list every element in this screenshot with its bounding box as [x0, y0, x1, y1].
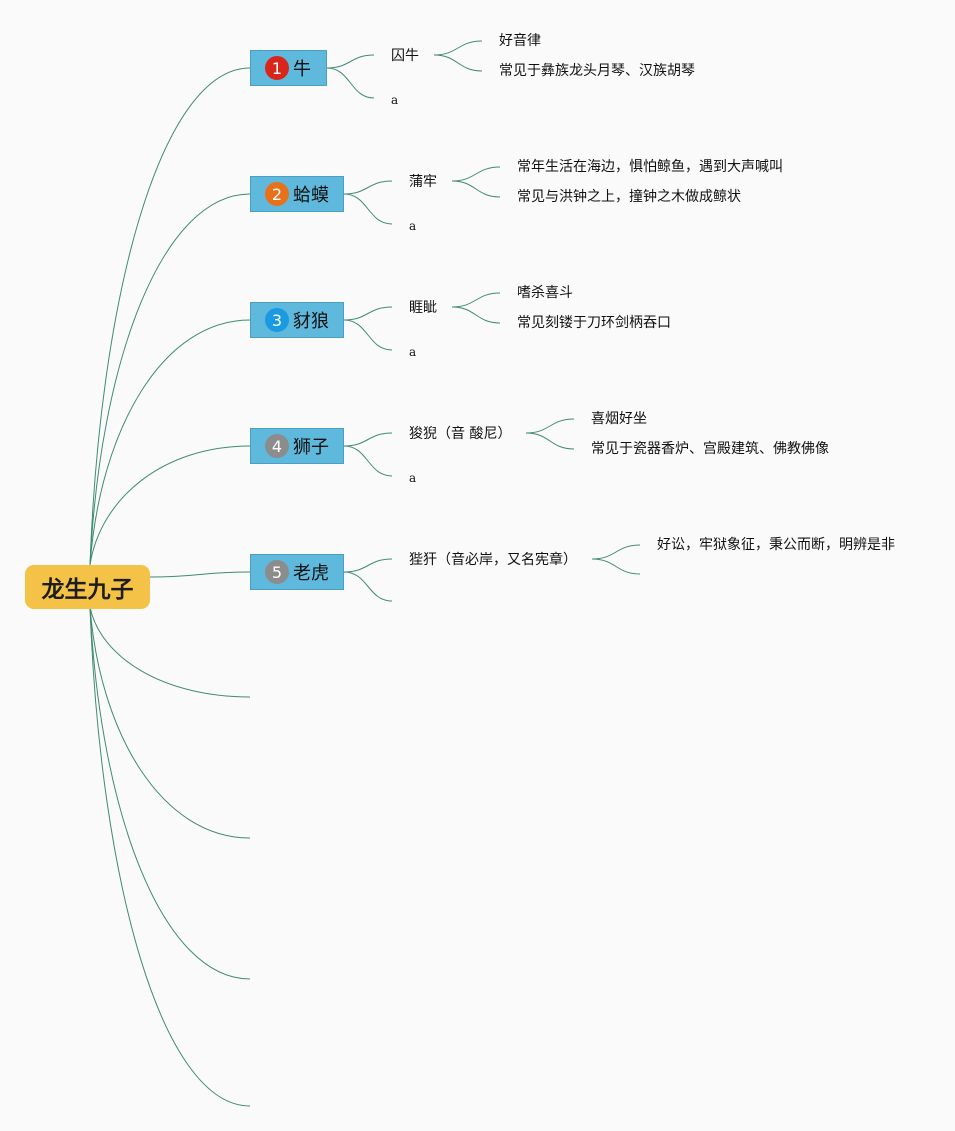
branch-label-4-1[interactable]: 狻猊（音 酸尼） — [409, 426, 512, 442]
child-topic-1[interactable]: 1 牛 — [250, 50, 327, 86]
number-1-badge-icon: 1 — [265, 56, 289, 80]
detail-1-1-2[interactable]: 常见于彝族龙头月琴、汉族胡琴 — [499, 63, 695, 79]
child-topic-2-label: 蛤蟆 — [293, 185, 329, 206]
detail-5-1-1[interactable]: 好讼，牢狱象征，秉公而断，明辨是非 — [657, 537, 895, 553]
child-topic-4-label: 狮子 — [293, 437, 329, 458]
detail-2-2-line — [451, 180, 501, 198]
child-4-branch-1-line — [343, 432, 393, 447]
number-2-badge-icon: 2 — [265, 182, 289, 206]
detail-3-1-2[interactable]: 常见刻镂于刀环剑柄吞口 — [517, 315, 671, 331]
detail-4-1-2[interactable]: 常见于瓷器香炉、宫殿建筑、佛教佛像 — [591, 441, 829, 457]
root-to-child-4-line — [89, 445, 251, 566]
root-to-empty-7-line — [89, 606, 251, 839]
child-4-branch-2-line — [343, 445, 393, 477]
child-topic-3[interactable]: 3 豺狼 — [250, 302, 344, 338]
child-5-branch-2-line — [343, 571, 393, 602]
root-to-child-5-line — [149, 571, 251, 578]
detail-2-1-line — [451, 166, 501, 182]
child-topic-3-label: 豺狼 — [293, 311, 329, 332]
detail-3-2-line — [451, 306, 501, 324]
root-topic[interactable]: 龙生九子 — [25, 565, 150, 609]
child-2-branch-2-line — [343, 193, 393, 225]
detail-1-2-line — [433, 54, 483, 72]
child-1-branch-1-line — [326, 54, 375, 69]
child-topic-2[interactable]: 2 蛤蟆 — [250, 176, 344, 212]
child-2-branch-1-line — [343, 180, 393, 195]
root-to-child-3-line — [89, 319, 251, 566]
child-topic-4[interactable]: 4 狮子 — [250, 428, 344, 464]
branch-label-4-2[interactable]: a — [409, 471, 417, 485]
root-to-child-1-line — [89, 67, 251, 566]
detail-4-1-line — [525, 418, 575, 434]
child-5-branch-1-line — [343, 558, 393, 573]
branch-label-3-1[interactable]: 睚眦 — [409, 300, 437, 316]
detail-4-2-line — [525, 432, 575, 450]
detail-1-1-line — [433, 40, 483, 56]
number-3-badge-icon: 3 — [265, 308, 289, 332]
detail-3-1-line — [451, 292, 501, 308]
branch-label-1-1[interactable]: 囚牛 — [391, 48, 419, 64]
detail-2-1-2[interactable]: 常见与洪钟之上，撞钟之木做成鲸状 — [517, 189, 741, 205]
child-topic-5[interactable]: 5 老虎 — [250, 554, 344, 590]
detail-5-1-line — [591, 544, 641, 560]
branch-label-2-2[interactable]: a — [409, 219, 417, 233]
detail-2-1-1[interactable]: 常年生活在海边，惧怕鲸鱼，遇到大声喊叫 — [517, 159, 783, 175]
root-to-empty-6-line — [89, 606, 251, 698]
detail-5-2-line — [591, 558, 641, 575]
detail-3-1-1[interactable]: 嗜杀喜斗 — [517, 285, 573, 301]
branch-label-1-2[interactable]: a — [391, 93, 399, 107]
child-3-branch-2-line — [343, 319, 393, 351]
root-to-empty-9-line — [89, 606, 251, 1107]
detail-4-1-1[interactable]: 喜烟好坐 — [591, 411, 647, 427]
child-1-branch-2-line — [326, 67, 375, 99]
root-to-empty-8-line — [89, 606, 251, 980]
child-topic-1-label: 牛 — [293, 59, 311, 80]
branch-label-5-1[interactable]: 狴犴（音必岸，又名宪章） — [409, 552, 577, 568]
number-5-badge-icon: 5 — [265, 560, 289, 584]
branch-label-3-2[interactable]: a — [409, 345, 417, 359]
branch-label-2-1[interactable]: 蒲牢 — [409, 174, 437, 190]
detail-1-1-1[interactable]: 好音律 — [499, 33, 541, 49]
child-topic-5-label: 老虎 — [293, 563, 329, 584]
number-4-badge-icon: 4 — [265, 434, 289, 458]
root-to-child-2-line — [89, 193, 251, 566]
child-3-branch-1-line — [343, 306, 393, 321]
